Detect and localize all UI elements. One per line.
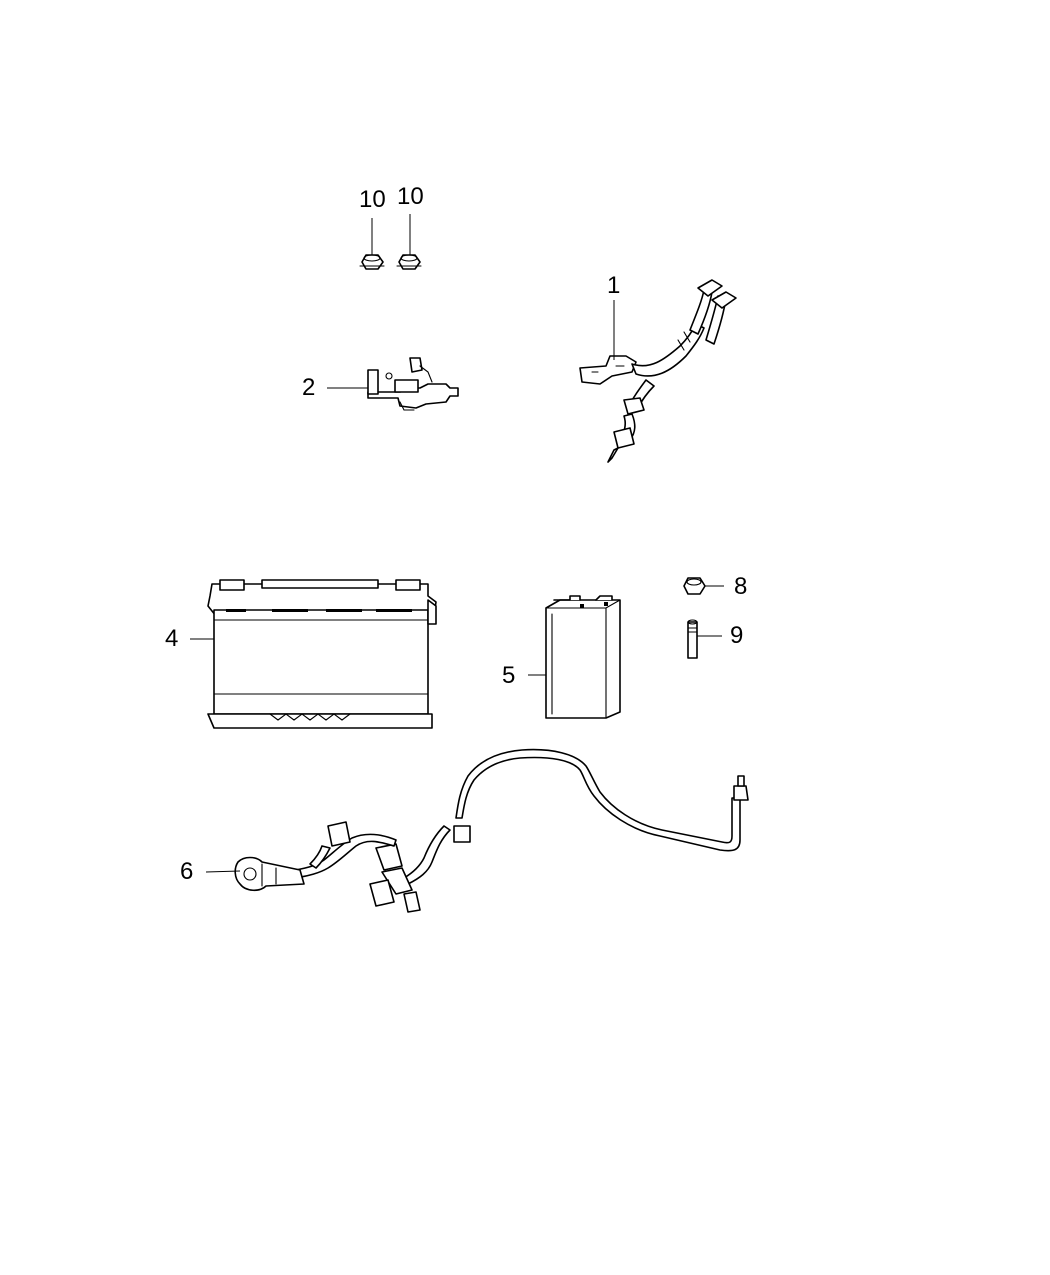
part-10-nut-left bbox=[359, 254, 385, 270]
callout-1: 1 bbox=[607, 272, 621, 299]
callout-10-right: 10 bbox=[397, 183, 424, 210]
leader-6 bbox=[205, 870, 241, 873]
part-1-positive-cable bbox=[579, 279, 737, 463]
callout-5: 5 bbox=[502, 662, 516, 689]
part-10-nut-right bbox=[396, 254, 422, 270]
part-9-stud bbox=[687, 619, 698, 659]
callout-8: 8 bbox=[734, 573, 748, 600]
part-4-battery bbox=[207, 579, 437, 729]
part-5-auxiliary-battery bbox=[545, 595, 621, 719]
part-8-nut bbox=[683, 577, 706, 595]
callout-4: 4 bbox=[165, 625, 179, 652]
callout-6: 6 bbox=[180, 858, 194, 885]
callout-9: 9 bbox=[730, 622, 744, 649]
callout-2: 2 bbox=[302, 374, 316, 401]
callout-10-left: 10 bbox=[359, 186, 386, 213]
part-2-battery-sensor bbox=[367, 357, 459, 411]
part-6-negative-cable bbox=[234, 748, 749, 913]
